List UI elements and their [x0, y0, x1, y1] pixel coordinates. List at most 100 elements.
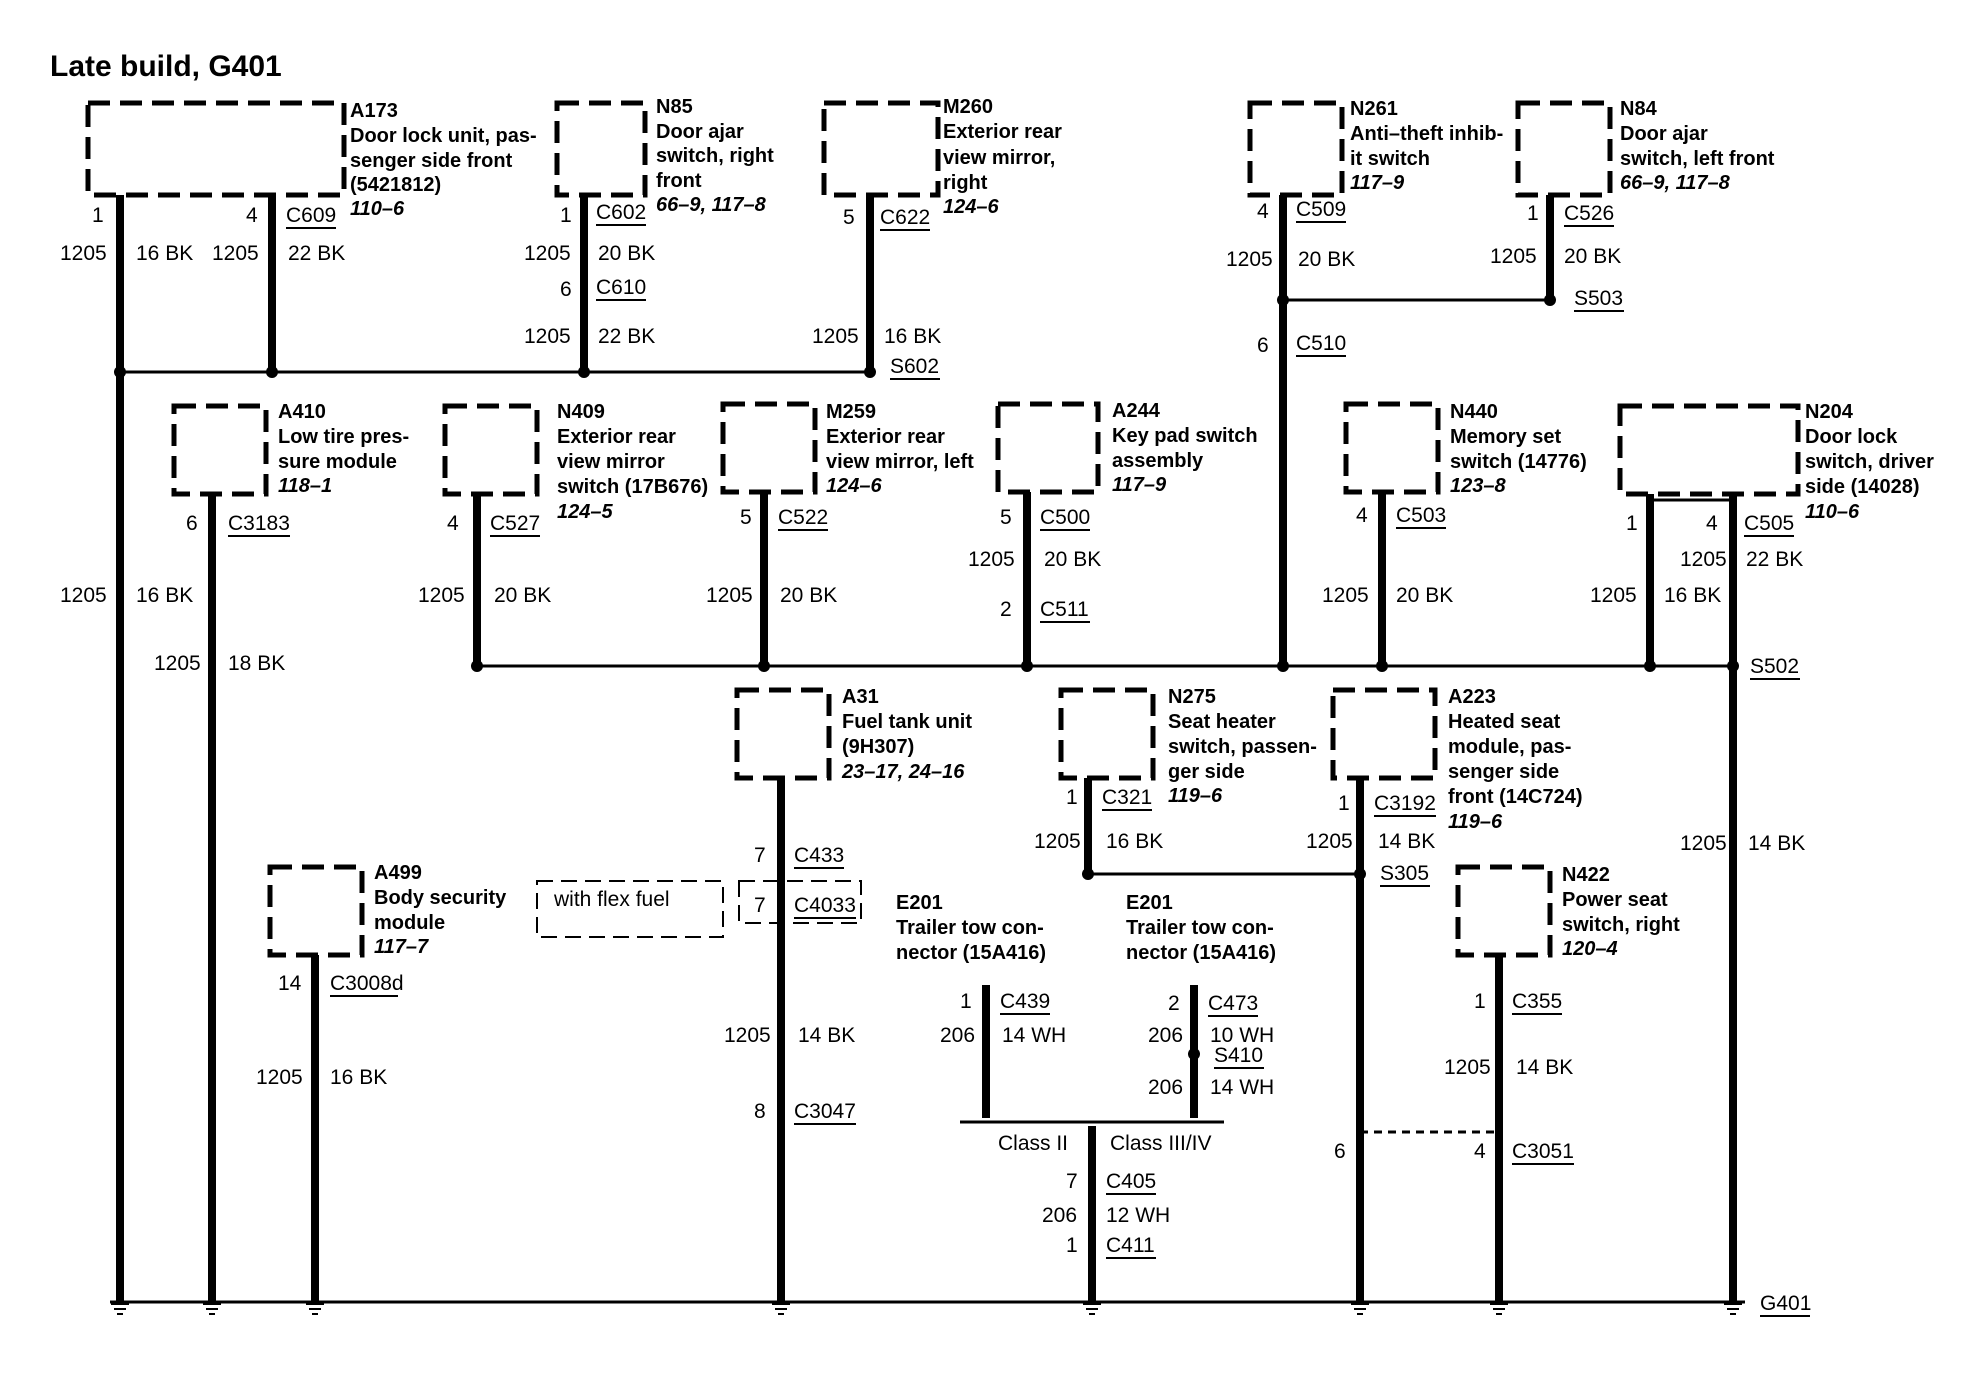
splice-s502: S502: [1750, 655, 1799, 678]
n85-l2: switch, right: [656, 145, 774, 167]
n422-l1: Power seat: [1562, 889, 1668, 911]
box-n409: [442, 403, 540, 497]
n84-l1: Door ajar: [1620, 123, 1708, 145]
connector-c509: C509: [1296, 198, 1346, 221]
circuit: 1205: [1306, 830, 1353, 853]
n275-ref: 119–6: [1168, 785, 1223, 807]
gauge: 16 BK: [1664, 584, 1721, 607]
n440-l2: switch (14776): [1450, 451, 1587, 473]
circuit: 1205: [1322, 584, 1369, 607]
n275-id: N275: [1168, 686, 1216, 708]
box-a244: [995, 401, 1101, 495]
connector-c439: C439: [1000, 990, 1050, 1013]
n261-ref: 117–9: [1350, 172, 1405, 194]
gauge: 16 BK: [1106, 830, 1163, 853]
a499-l1: Body security: [374, 887, 507, 909]
pin: 4: [1356, 504, 1368, 527]
connector-c602: C602: [596, 201, 646, 224]
n275-l3: ger side: [1168, 761, 1245, 783]
box-a173: [85, 100, 347, 198]
box-n275: [1058, 687, 1156, 781]
a499-ref: 117–7: [374, 936, 429, 958]
pin: 6: [1257, 334, 1269, 357]
n409-id: N409: [557, 401, 605, 423]
a223-l3: senger side: [1448, 761, 1559, 783]
n85-id: N85: [656, 96, 693, 118]
circuit: 1205: [812, 325, 859, 348]
pin: 1: [1626, 512, 1638, 535]
e201b-l2: nector (15A416): [1126, 942, 1276, 964]
pin: 1: [560, 204, 572, 227]
a223-l1: Heated seat: [1448, 711, 1561, 733]
connector-c500: C500: [1040, 506, 1090, 529]
a410-ref: 118–1: [278, 475, 332, 497]
n84-id: N84: [1620, 98, 1658, 120]
circuit: 206: [1148, 1024, 1183, 1047]
m259-l1: Exterior rear: [826, 426, 945, 448]
connector-c3051: C3051: [1512, 1140, 1574, 1163]
a31-ref: 23–17, 24–16: [841, 761, 965, 783]
n422-ref: 120–4: [1562, 938, 1618, 960]
gauge: 20 BK: [1396, 584, 1453, 607]
gauge: 16 BK: [136, 584, 193, 607]
n261-id: N261: [1350, 98, 1398, 120]
circuit: 1205: [154, 652, 201, 675]
m260-l2: view mirror,: [943, 147, 1055, 169]
m260-ref: 124–6: [943, 196, 999, 218]
n440-id: N440: [1450, 401, 1498, 423]
n84-ref: 66–9, 117–8: [1620, 172, 1731, 194]
box-a499: [267, 864, 365, 958]
gauge: 12 WH: [1106, 1204, 1170, 1227]
pin: 7: [754, 844, 766, 867]
connector-c505: C505: [1744, 512, 1794, 535]
n275-l2: switch, passen-: [1168, 736, 1317, 758]
gauge: 14 BK: [1516, 1056, 1573, 1079]
a173-l1: Door lock unit, pas-: [350, 125, 537, 147]
gauge: 14 BK: [1378, 830, 1435, 853]
a223-ref: 119–6: [1448, 811, 1503, 833]
box-c4033: [738, 880, 862, 924]
m259-id: M259: [826, 401, 876, 423]
component-boxes: [85, 100, 1801, 958]
n275-l1: Seat heater: [1168, 711, 1276, 733]
pin: 6: [186, 512, 198, 535]
circuit: 1205: [968, 548, 1015, 571]
pin: 4: [1257, 200, 1269, 223]
ground-symbols: [111, 1303, 1742, 1315]
connector-c411: C411: [1106, 1234, 1155, 1257]
connector-c355: C355: [1512, 990, 1562, 1013]
circuit: 1205: [256, 1066, 303, 1089]
circuit: 1205: [524, 325, 571, 348]
connector-c321: C321: [1102, 786, 1152, 809]
a173-l3: (5421812): [350, 174, 441, 196]
pin: 1: [92, 204, 104, 227]
circuit: 1205: [1680, 832, 1727, 855]
box-n261: [1247, 100, 1345, 198]
n440-l1: Memory set: [1450, 426, 1561, 448]
connector-c622: C622: [880, 206, 930, 229]
box-a31: [734, 687, 832, 781]
wire-labels: 1 1205 16 BK 4 1205 22 BK 1 1205 20 BK 6…: [60, 200, 1805, 1257]
pin: 4: [447, 512, 459, 535]
connector-c511: C511: [1040, 598, 1089, 621]
pin: 5: [740, 506, 752, 529]
a410-l2: sure module: [278, 451, 397, 473]
box-n440: [1343, 401, 1441, 495]
gauge: 16 BK: [136, 242, 193, 265]
flex-fuel-label: with flex fuel: [553, 888, 670, 911]
pin: 1: [1066, 786, 1078, 809]
gauge: 20 BK: [1298, 248, 1355, 271]
gauge: 18 BK: [228, 652, 285, 675]
connector-c609: C609: [286, 204, 336, 227]
gauge: 20 BK: [598, 242, 655, 265]
gauge: 22 BK: [598, 325, 655, 348]
a223-l4: front (14C724): [1448, 786, 1582, 808]
connector-c3183: C3183: [228, 512, 290, 535]
splice-dots: [114, 294, 1739, 1060]
gauge: 20 BK: [1044, 548, 1101, 571]
pin: 8: [754, 1100, 766, 1123]
a499-l2: module: [374, 912, 445, 934]
pin: 2: [1168, 992, 1180, 1015]
pin: 4: [1474, 1140, 1486, 1163]
